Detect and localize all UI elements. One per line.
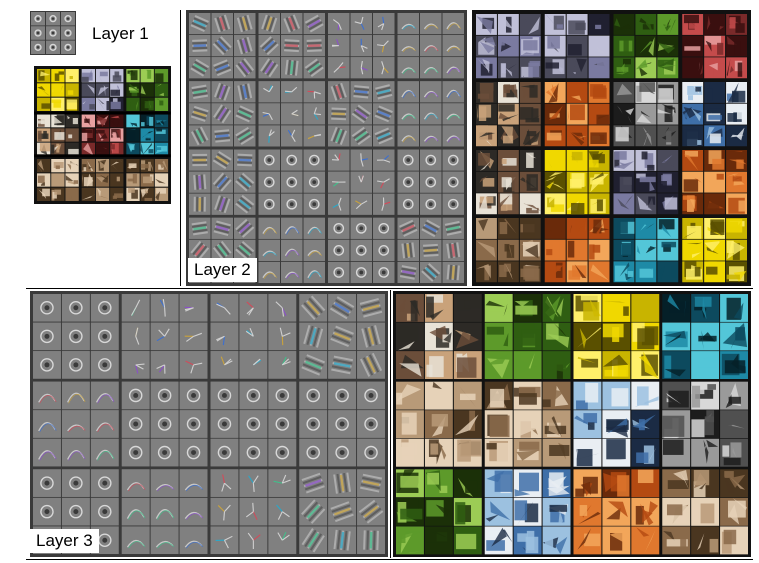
- filter-group: [33, 381, 119, 467]
- layer3-separator-vertical: [390, 290, 391, 558]
- patch-group: [662, 469, 748, 555]
- patch-group: [396, 294, 482, 380]
- filter-group: [397, 13, 464, 79]
- patch-group: [613, 14, 679, 79]
- patch-group: [613, 218, 679, 283]
- patch-group: [682, 82, 747, 147]
- filter-group: [189, 149, 256, 215]
- filter-group: [210, 469, 297, 554]
- patch-group: [37, 69, 79, 111]
- filter-group: [328, 217, 395, 283]
- filter-group: [397, 217, 464, 283]
- filter-group: [33, 294, 119, 379]
- patch-group: [573, 381, 660, 467]
- layer2-filter-grid-canvas: [186, 10, 467, 286]
- patch-group: [476, 82, 541, 147]
- filter-group: [397, 81, 464, 147]
- patch-group: [484, 294, 571, 380]
- layer1-label: Layer 1: [92, 24, 149, 43]
- filter-group: [121, 381, 208, 467]
- patch-group: [544, 14, 610, 79]
- filter-group: [121, 294, 208, 379]
- patch-group: [396, 381, 482, 467]
- layer-separator-horizontal: [26, 288, 753, 289]
- patch-group: [484, 469, 571, 555]
- layer2-patch-grid-canvas: [472, 10, 751, 286]
- layer3-label: Layer 3: [30, 529, 99, 553]
- layer1-filter-grid-canvas: [30, 11, 76, 55]
- patch-group: [682, 218, 747, 283]
- layer3-patch-grid-canvas: [393, 291, 751, 557]
- patch-group: [37, 159, 79, 201]
- filter-group: [258, 217, 325, 283]
- patch-group: [544, 82, 610, 147]
- filter-group: [189, 13, 256, 79]
- patch-group: [573, 294, 660, 380]
- filter-group: [210, 381, 297, 467]
- filter-group: [121, 469, 208, 554]
- layer1-patch-grid-canvas: [34, 66, 171, 204]
- filter-group: [328, 149, 395, 215]
- patch-group: [484, 381, 571, 467]
- filter-group: [31, 12, 75, 54]
- patch-group: [682, 150, 747, 215]
- filter-group: [210, 294, 297, 379]
- layer-separator-vertical: [180, 10, 181, 286]
- patch-group: [476, 150, 541, 215]
- patch-group: [476, 14, 541, 79]
- patch-group: [37, 114, 79, 156]
- layer2-label: Layer 2: [188, 258, 257, 282]
- filter-group: [299, 469, 385, 554]
- filter-group: [328, 13, 395, 79]
- patch-group: [682, 14, 747, 79]
- filter-group: [258, 149, 325, 215]
- layer1-filter-grid: [30, 11, 76, 55]
- patch-group: [81, 114, 124, 156]
- patch-group: [662, 294, 748, 380]
- filter-group: [397, 149, 464, 215]
- patch-group: [662, 381, 748, 467]
- bottom-separator: [26, 559, 753, 560]
- patch-group: [126, 114, 169, 156]
- patch-group: [613, 150, 679, 215]
- filter-group: [258, 81, 325, 147]
- filter-group: [258, 13, 325, 79]
- patch-group: [573, 469, 660, 555]
- patch-group: [126, 159, 169, 201]
- filter-group: [299, 381, 385, 467]
- filter-group: [328, 81, 395, 147]
- layer2-patch-grid: [472, 10, 751, 286]
- layer3-filter-grid: [30, 291, 388, 557]
- filter-group: [299, 294, 385, 379]
- layer3-patch-grid: [393, 291, 751, 557]
- filter-group: [189, 81, 256, 147]
- layer3-filter-grid-canvas: [30, 291, 388, 557]
- patch-group: [81, 159, 124, 201]
- patch-group: [544, 218, 610, 283]
- patch-group: [613, 82, 679, 147]
- layer2-filter-grid: [186, 10, 467, 286]
- patch-group: [126, 69, 169, 111]
- patch-group: [544, 150, 610, 215]
- layer1-patch-grid: [34, 66, 171, 204]
- patch-group: [476, 218, 541, 283]
- patch-group: [81, 69, 124, 111]
- patch-group: [396, 469, 482, 555]
